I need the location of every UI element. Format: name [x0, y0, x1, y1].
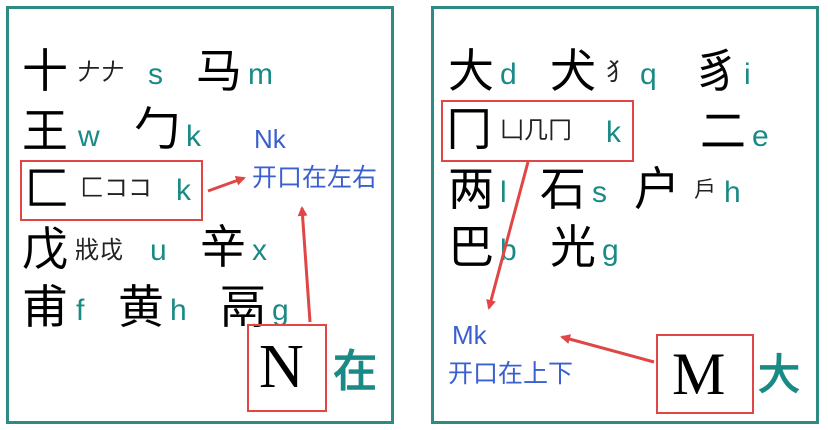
right-letter-box: [656, 334, 754, 414]
radical-fang: 匚: [24, 162, 70, 216]
radical-wang-code: w: [78, 120, 100, 153]
radical-xin-code: x: [252, 234, 267, 267]
radical-li: 鬲: [220, 280, 266, 334]
radical-ba-code: b: [500, 234, 517, 267]
radical-wang: 王: [22, 104, 68, 158]
radical-zhi: 豸: [694, 44, 740, 98]
arrow-n-up: [297, 206, 312, 323]
left-panel: [6, 6, 394, 424]
radical-quan-variant: 犭: [606, 58, 630, 86]
radical-zhi-code: i: [744, 58, 751, 91]
radical-xin: 辛: [200, 220, 246, 274]
radical-shi: 十: [22, 44, 68, 98]
radical-hu-code: h: [724, 176, 741, 209]
radical-jiong-variants: 凵几冂: [500, 116, 572, 144]
radical-wu: 戊: [22, 222, 68, 276]
radical-guang-code: g: [602, 234, 619, 267]
radical-da-code: d: [500, 58, 517, 91]
arrow-to-left-note: [207, 176, 246, 193]
left-note-code: Nk: [254, 124, 286, 154]
radical-ma-code: m: [248, 58, 273, 91]
arrow-to-right-note: [486, 161, 530, 310]
radical-fang-code: k: [176, 174, 191, 207]
key-letter-n: N: [259, 333, 304, 401]
radical-quan: 犬: [550, 44, 596, 98]
radical-shi-variants: 𠂇𠂇: [77, 58, 125, 86]
radical-bao: 勹: [134, 102, 180, 156]
radical-li-code: g: [272, 294, 289, 327]
radical-hu-variant: 戶: [694, 178, 717, 203]
right-note-text: 开口在上下: [448, 360, 574, 388]
left-note-text: 开口在左右: [252, 164, 378, 192]
radical-huang-code: h: [170, 294, 187, 327]
right-highlight-box: [441, 100, 634, 162]
radical-wu-code: u: [150, 234, 167, 267]
right-note-code: Mk: [452, 320, 487, 350]
radical-guang: 光: [550, 220, 596, 274]
radical-ba: 巴: [448, 220, 494, 274]
key-letter-m: M: [672, 341, 726, 407]
radical-liang: 两: [448, 162, 494, 216]
radical-bao-code: k: [186, 120, 201, 153]
radical-fu-code: f: [76, 294, 85, 327]
radical-er-code: e: [752, 120, 769, 153]
arrow-m-left: [560, 334, 655, 364]
radical-jiong-code: k: [606, 116, 621, 149]
radical-shi-code: s: [148, 58, 163, 91]
left-letter-box: [247, 324, 327, 412]
radical-shi-stone: 石: [540, 162, 586, 216]
radical-er: 二: [700, 104, 746, 158]
radical-quan-code: q: [640, 58, 657, 91]
radical-ma: 马: [196, 44, 242, 98]
radical-wu-variants: 戕戉: [75, 236, 123, 264]
radical-jiong: 冂: [446, 102, 492, 156]
key-char-da: 大: [758, 350, 801, 399]
radical-huang: 黄: [118, 280, 164, 334]
radical-hu: 户: [634, 162, 680, 216]
key-char-zai: 在: [333, 346, 377, 397]
radical-liang-code: l: [500, 176, 507, 209]
left-highlight-box: [20, 160, 203, 221]
radical-fu: 甫: [22, 280, 68, 334]
radical-da: 大: [448, 44, 494, 98]
radical-fang-variants: 匚ココ: [80, 174, 152, 202]
radical-shi-stone-code: s: [592, 176, 607, 209]
